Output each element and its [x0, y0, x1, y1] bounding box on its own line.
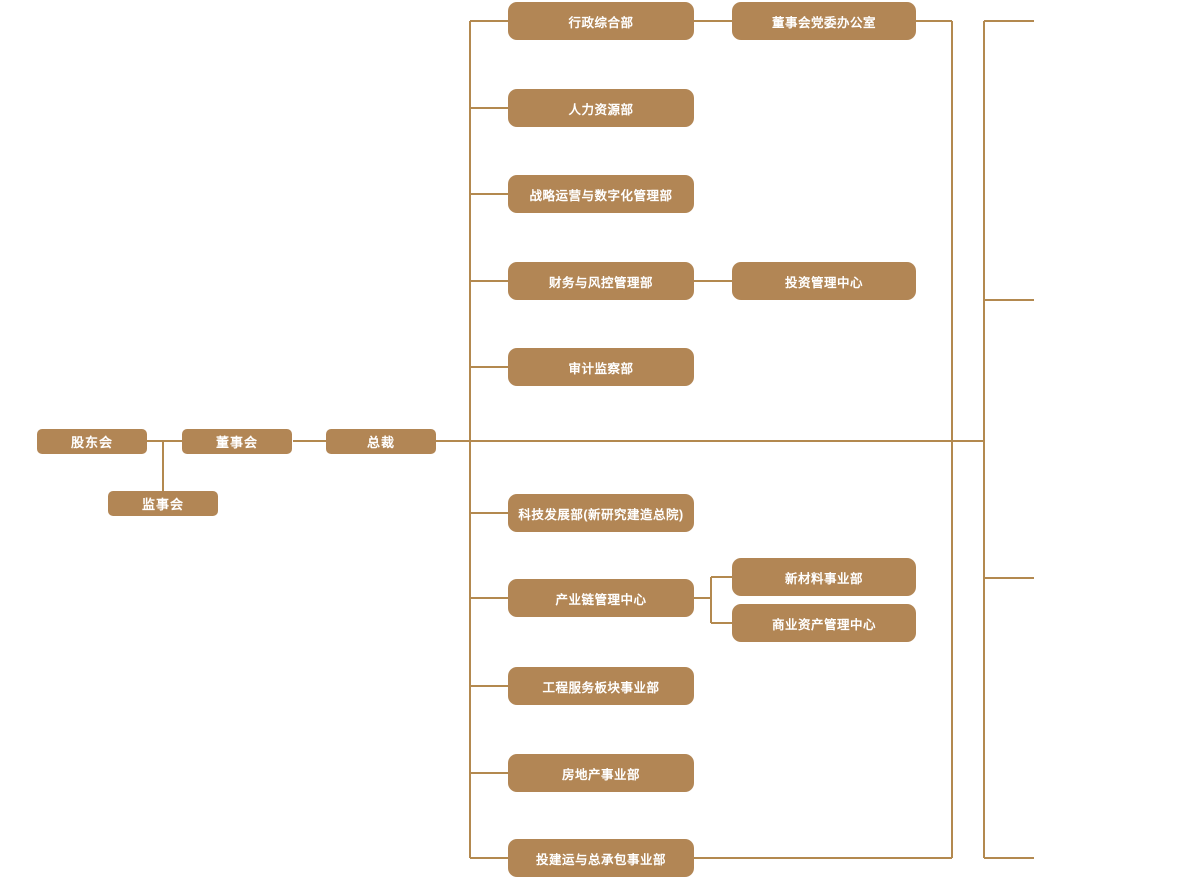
office-board-party-committee: 董事会党委办公室	[732, 2, 916, 40]
dept-finance-risk: 财务与风控管理部	[508, 262, 694, 300]
center-commercial-assets: 商业资产管理中心	[732, 604, 916, 642]
dept-tech-development: 科技发展部(新研究建造总院)	[508, 494, 694, 532]
node-supervisory-board: 监事会	[108, 491, 218, 516]
dept-real-estate: 房地产事业部	[508, 754, 694, 792]
dept-admin-general: 行政综合部	[508, 2, 694, 40]
node-president: 总裁	[326, 429, 436, 454]
dept-new-materials: 新材料事业部	[732, 558, 916, 596]
dept-human-resources: 人力资源部	[508, 89, 694, 127]
dept-engineering-services: 工程服务板块事业部	[508, 667, 694, 705]
node-shareholders: 股东会	[37, 429, 147, 454]
dept-audit-supervision: 审计监察部	[508, 348, 694, 386]
dept-strategy-digital: 战略运营与数字化管理部	[508, 175, 694, 213]
node-board: 董事会	[182, 429, 292, 454]
dept-invest-build-epc: 投建运与总承包事业部	[508, 839, 694, 877]
dept-industry-chain-center: 产业链管理中心	[508, 579, 694, 617]
center-investment-management: 投资管理中心	[732, 262, 916, 300]
